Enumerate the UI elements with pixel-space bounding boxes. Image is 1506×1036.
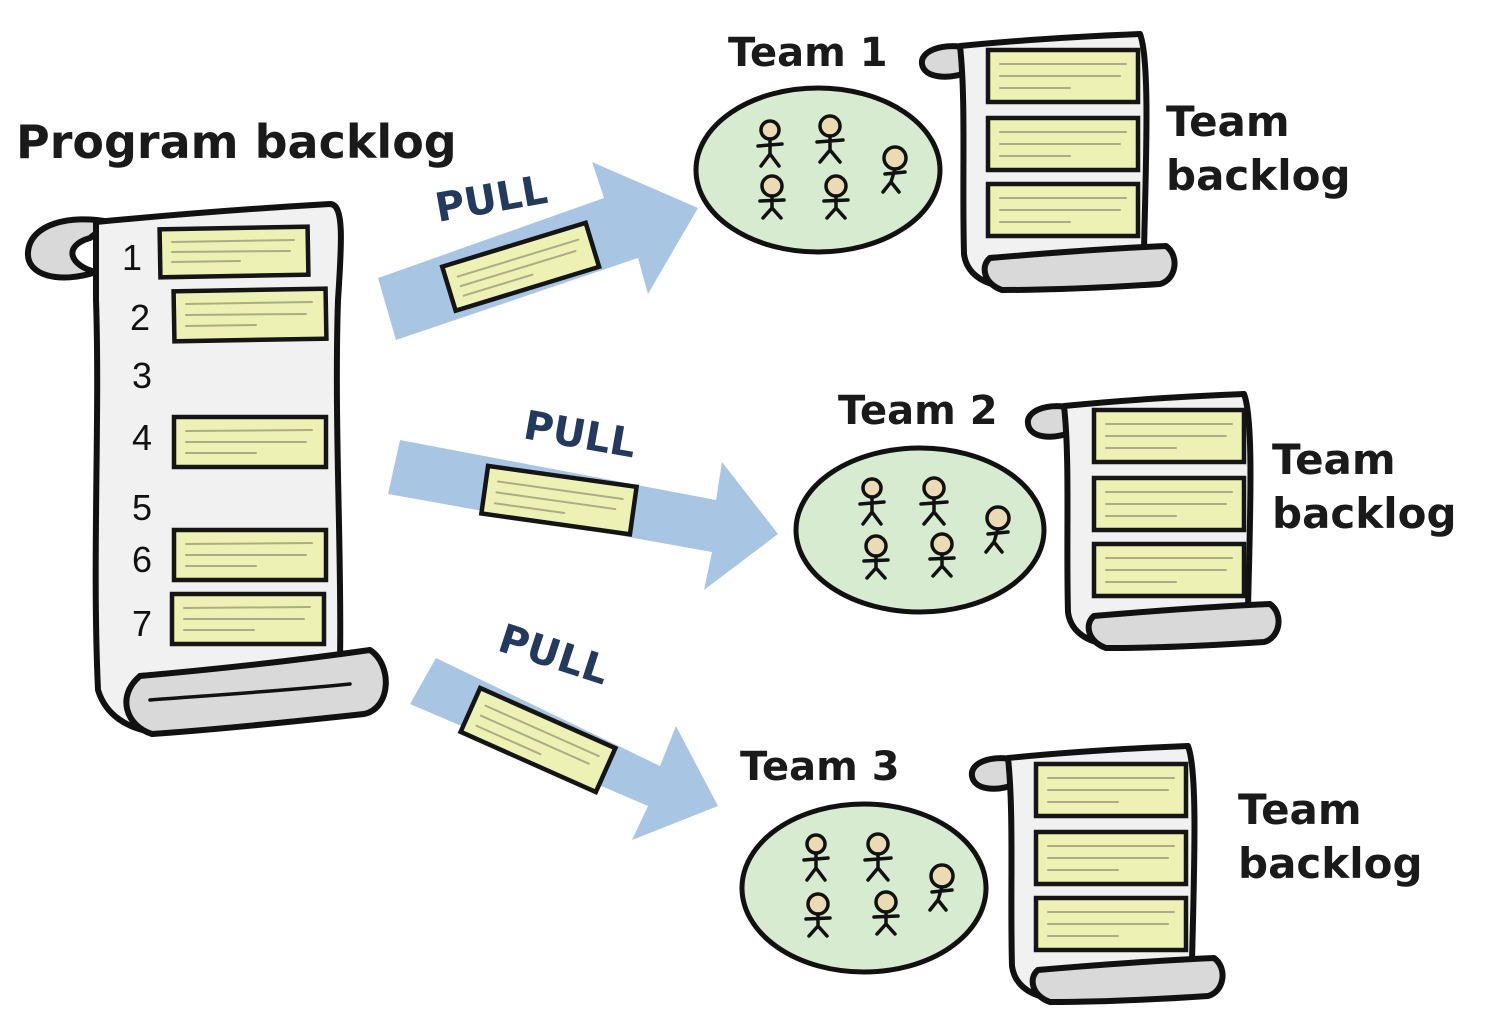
team-3-card-1: [1033, 761, 1189, 819]
team-1-name: Team 1: [728, 30, 888, 76]
person-icon: [822, 174, 850, 220]
team-3-oval: [739, 801, 989, 975]
team-3-group: Team 3: [739, 743, 1423, 1005]
program-card-4: [171, 414, 329, 470]
team-1-group: Team 1: [693, 30, 1351, 293]
team-1-oval: [693, 85, 943, 255]
pull-label-1: PULL: [432, 167, 551, 232]
team-1-backlog-label-line2: backlog: [1166, 151, 1351, 200]
team-1-backlog-label-line1: Team: [1166, 97, 1290, 146]
team-3-backlog-scroll: [968, 743, 1226, 1005]
team-2-members: [858, 476, 1011, 580]
pull-arrow-2: PULL: [388, 403, 778, 590]
program-row-number-4: 4: [132, 417, 152, 458]
team-2-card-1: [1091, 407, 1247, 465]
program-row-number-3: 3: [132, 355, 152, 396]
pull-label-3: PULL: [493, 616, 614, 695]
program-card-2: [171, 286, 329, 344]
program-row-number-2: 2: [130, 297, 150, 338]
team-2-backlog-scroll: [1024, 391, 1282, 651]
team-3-backlog-label-line1: Team: [1238, 785, 1362, 834]
team-2-oval: [793, 445, 1047, 615]
team-2-card-2: [1091, 475, 1247, 533]
person-icon: [862, 534, 890, 580]
pull-arrow-3: PULL: [410, 616, 718, 840]
person-icon: [815, 114, 845, 164]
program-row-number-7: 7: [132, 603, 152, 644]
team-2-backlog-label-line1: Team: [1272, 435, 1396, 484]
program-backlog-title: Program backlog: [16, 115, 457, 169]
team-1-card-3: [985, 181, 1141, 239]
pull-arrow-1: PULL: [378, 162, 698, 340]
team-3-backlog-label-line2: backlog: [1238, 839, 1423, 888]
person-icon: [756, 119, 784, 168]
team-2-card-3: [1091, 541, 1247, 599]
person-icon: [758, 174, 786, 220]
program-row-number-1: 1: [122, 237, 142, 278]
program-scroll-top-curl: [25, 216, 113, 281]
team-3-card-3: [1033, 895, 1189, 953]
person-icon: [872, 890, 900, 936]
team-3-members: [802, 832, 955, 938]
program-card-7: [169, 591, 327, 647]
person-icon: [863, 832, 893, 882]
person-icon: [928, 532, 956, 578]
team-3-card-2: [1033, 829, 1189, 887]
team-1-card-1: [985, 47, 1141, 105]
program-row-number-6: 6: [132, 539, 152, 580]
program-row-number-5: 5: [132, 487, 152, 528]
team-2-group: Team 2: [793, 388, 1457, 651]
person-icon: [984, 505, 1011, 554]
person-icon: [804, 892, 832, 938]
team-2-backlog-label-line2: backlog: [1272, 489, 1457, 538]
pull-label-2: PULL: [520, 403, 639, 468]
person-icon: [919, 476, 949, 526]
program-card-6: [171, 527, 329, 583]
program-backlog-scroll: 1 2 3 4 5 6 7: [25, 201, 389, 737]
team-1-members: [756, 114, 908, 220]
person-icon: [928, 863, 955, 912]
program-scroll-curl-line: [148, 682, 352, 702]
team-2-name: Team 2: [838, 388, 998, 434]
person-icon: [858, 477, 886, 526]
person-icon: [881, 145, 908, 194]
program-card-1: [157, 224, 311, 280]
team-1-backlog-scroll: [918, 31, 1178, 293]
team-3-name: Team 3: [740, 744, 900, 790]
person-icon: [802, 833, 830, 882]
team-1-card-2: [985, 115, 1141, 173]
